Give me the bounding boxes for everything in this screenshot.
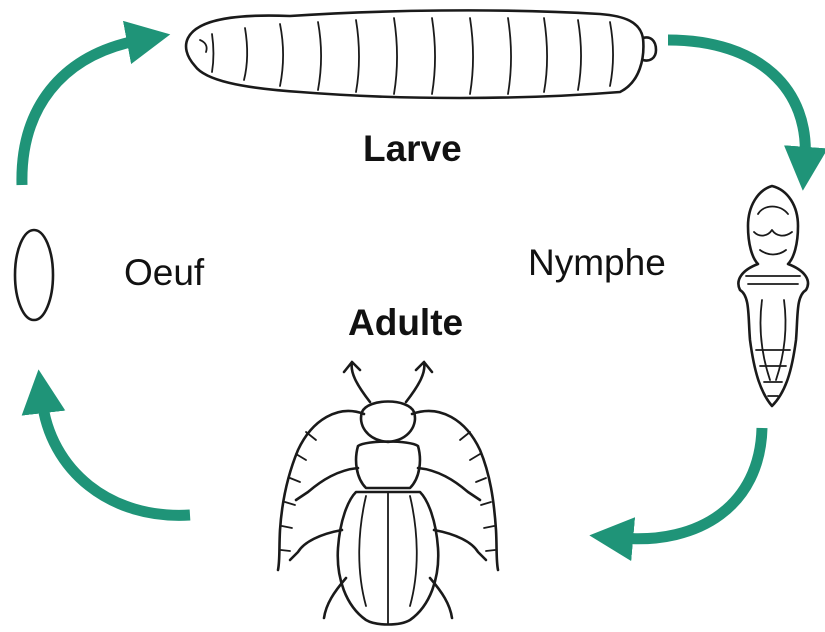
egg-icon: [15, 230, 53, 320]
pupa-label: Nymphe: [528, 242, 666, 284]
arrow-adult-to-egg: [42, 400, 190, 515]
arrow-larva-to-pupa: [668, 40, 805, 160]
beetle-icon: [278, 362, 498, 625]
pupa-icon: [738, 186, 808, 406]
adult-label: Adulte: [348, 302, 463, 344]
arrow-pupa-to-adult: [620, 428, 762, 539]
larva-label: Larve: [363, 128, 462, 170]
egg-label: Oeuf: [124, 252, 204, 294]
arrow-egg-to-larva: [22, 40, 140, 185]
larva-icon: [186, 10, 656, 98]
